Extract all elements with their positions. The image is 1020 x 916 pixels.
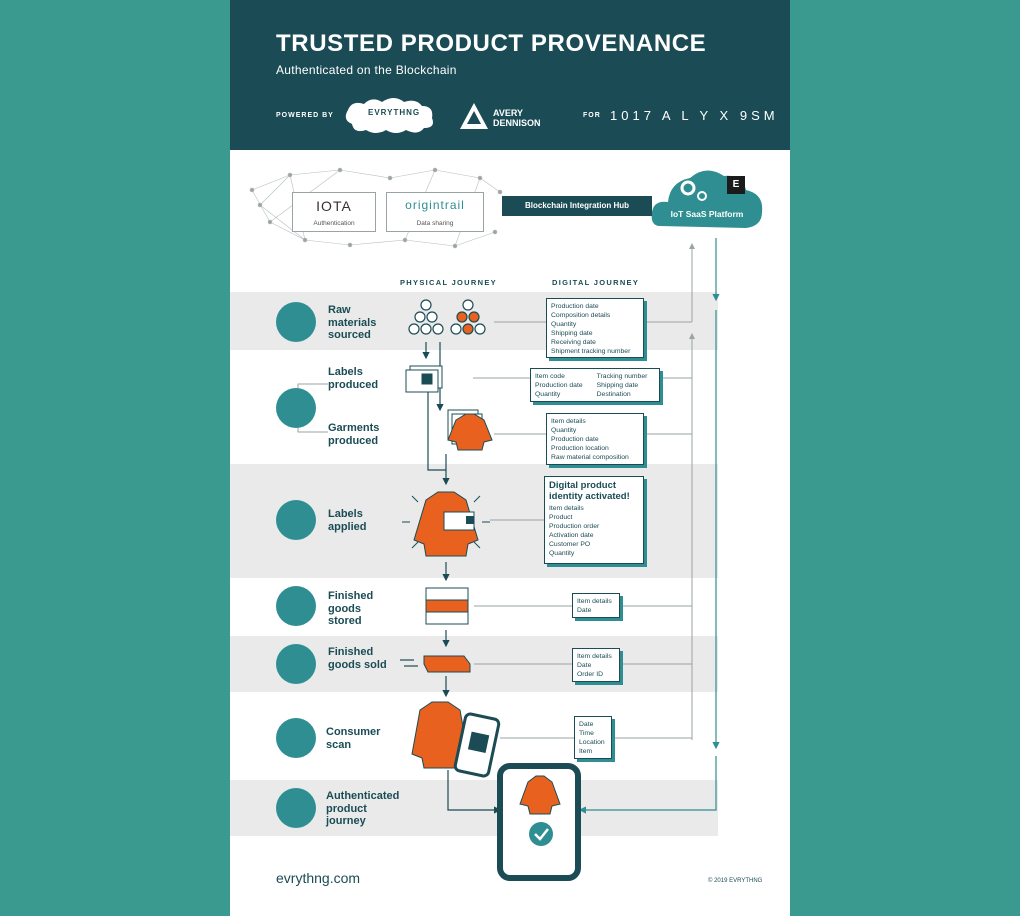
origintrail-caption: Data sharing — [416, 220, 454, 227]
footer-url[interactable]: evrythng.com — [276, 870, 361, 886]
labeled-jacket-icon — [402, 491, 490, 557]
activated-title: Digital product identity activated! — [549, 480, 630, 502]
phone-scan-icon — [276, 718, 316, 758]
step-label-labels-applied: Labels applied — [328, 508, 367, 533]
factory-icon — [276, 388, 316, 428]
for-label: FOR — [583, 112, 601, 119]
evrythng-logo-text: EVRYTHNG — [368, 108, 421, 117]
flow-diagram — [249, 167, 763, 881]
powered-by-label: POWERED BY — [276, 112, 334, 119]
activated-data-box: Digital product identity activated! Item… — [544, 476, 644, 564]
footer-copyright: © 2019 EVRYTHNG — [708, 878, 763, 884]
physical-journey-header: PHYSICAL JOURNEY — [400, 278, 497, 287]
infographic-card: TRUSTED PRODUCT PROVENANCE Authenticated… — [230, 0, 790, 916]
iota-caption: Authentication — [313, 220, 355, 227]
evrythng-logo-icon — [345, 98, 433, 133]
step-label-scan: Consumer scan — [326, 726, 381, 751]
shopping-basket-icon — [276, 644, 316, 684]
label-stack-icon — [405, 365, 443, 393]
client-brand: 1017 A L Y X 9SM — [610, 108, 779, 123]
forklift-icon — [276, 586, 316, 626]
label-tag-icon — [276, 500, 316, 540]
step-label-sold: Finished goods sold — [328, 646, 387, 671]
origintrail-chip: origintrail Data sharing — [386, 192, 484, 232]
header: TRUSTED PRODUCT PROVENANCE Authenticated… — [230, 0, 790, 150]
consumer-scan-illustration — [411, 701, 501, 778]
shield-check-icon — [276, 788, 316, 828]
page-subtitle: Authenticated on the Blockchain — [276, 63, 457, 77]
blockchain-hub-label: Blockchain Integration Hub — [502, 196, 652, 216]
storage-box-icon — [425, 587, 469, 625]
page-title: TRUSTED PRODUCT PROVENANCE — [276, 30, 707, 57]
step-label-raw: Raw materials sourced — [328, 304, 377, 341]
step-label-garments: Garments produced — [328, 422, 380, 447]
iot-platform-label: IoT SaaS Platform — [670, 209, 744, 219]
authenticated-phone-icon — [497, 763, 581, 881]
step-label-stored: Finished goods stored — [328, 590, 374, 627]
step-label-authenticated: Authenticated product journey — [326, 790, 400, 827]
shipping-box-icon — [400, 655, 471, 673]
origintrail-logo: origintrail — [405, 198, 465, 212]
cloud-icon — [651, 170, 763, 228]
raw-materials-circles-icon — [408, 299, 486, 335]
avery-dennison-logo-text: AVERY DENNISON — [493, 108, 541, 128]
step-label-labels-produced: Labels produced — [328, 366, 379, 391]
digital-journey-header: DIGITAL JOURNEY — [552, 278, 640, 287]
avery-dennison-logo-icon — [460, 103, 488, 129]
garment-stack-icon — [447, 409, 493, 451]
iota-logo: IOTA — [316, 198, 352, 214]
iota-chip: IOTA Authentication — [292, 192, 376, 232]
evrythng-badge: E — [727, 176, 745, 194]
material-bag-icon — [276, 302, 316, 342]
